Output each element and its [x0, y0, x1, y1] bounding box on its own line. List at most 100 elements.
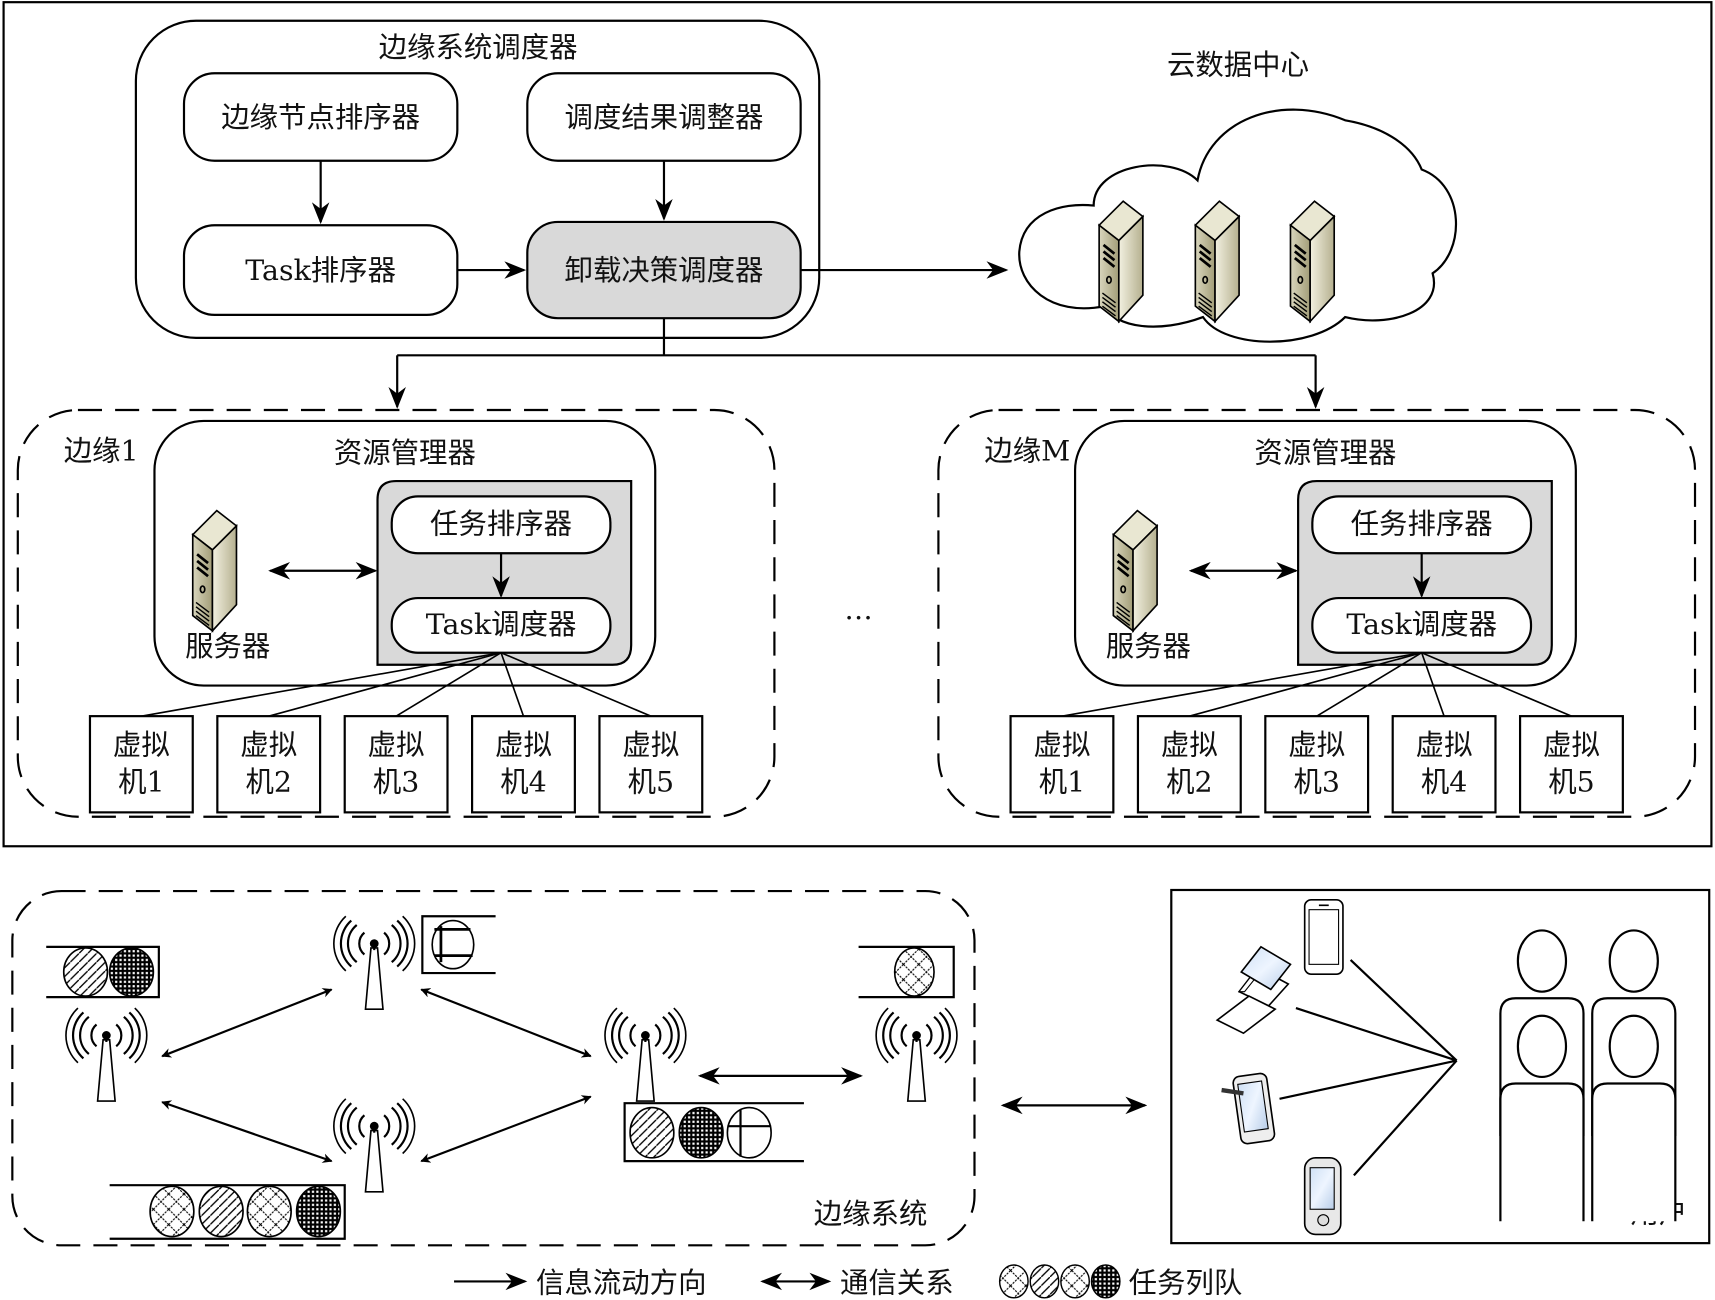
edge-system-boundary — [11, 889, 976, 1247]
task-dotted — [108, 947, 155, 997]
device-links — [1279, 959, 1458, 1177]
edge-system-label: 边缘系统 — [814, 1197, 928, 1230]
result-adjuster-label: 调度结果调整器 — [565, 101, 764, 134]
vm-box[interactable] — [1518, 715, 1624, 814]
vm-label-line1: 虚拟 — [495, 728, 552, 761]
vm-box[interactable] — [1264, 715, 1370, 814]
edge-system-scheduler: 边缘系统调度器 边缘节点排序器 调度结果调整器 Task排序器 卸载决策调度器 — [134, 19, 821, 339]
vm-link — [500, 652, 525, 717]
vm-label-line2: 机5 — [628, 766, 674, 799]
vm-link — [268, 651, 502, 717]
users-panel: 用户 — [1170, 888, 1711, 1245]
cloud-server-icon — [1193, 199, 1241, 323]
task-queue — [858, 945, 955, 999]
tablet-icon[interactable] — [1221, 1072, 1276, 1145]
base-station-icon[interactable] — [332, 1097, 416, 1193]
cloud-title: 云数据中心 — [1167, 48, 1309, 81]
laptop-icon[interactable] — [1215, 945, 1292, 1035]
base-station-icon[interactable] — [64, 1006, 148, 1103]
vm-label-line2: 机3 — [1293, 766, 1339, 799]
server-icon[interactable] — [1111, 509, 1159, 633]
edge-boundary — [937, 408, 1697, 818]
base-station-icon[interactable] — [603, 1006, 687, 1103]
base-station-icon[interactable] — [332, 915, 416, 1011]
vm-box[interactable] — [1009, 715, 1115, 814]
task-diagonal-icon — [1029, 1264, 1060, 1299]
vm-label-line2: 机4 — [500, 766, 546, 799]
task-crosshatch — [149, 1185, 195, 1238]
resource-manager-label: 资源管理器 — [1254, 436, 1396, 469]
pda-icon[interactable] — [1303, 1157, 1342, 1236]
task-queue — [109, 1184, 346, 1240]
vm-label-line2: 机2 — [245, 766, 291, 799]
task-diagonal — [62, 947, 109, 997]
vm-label-line2: 机3 — [373, 766, 419, 799]
vm-box[interactable] — [1391, 715, 1497, 814]
task-sorter-label: Task排序器 — [245, 254, 396, 287]
vm-label-line1: 虚拟 — [622, 728, 679, 761]
vm-link — [500, 651, 652, 717]
vm-box[interactable] — [343, 715, 449, 814]
vm-label-line2: 机1 — [1039, 766, 1085, 799]
vm-link — [1420, 652, 1445, 717]
vm-label-line1: 虚拟 — [1034, 728, 1091, 761]
task-crosshatch — [893, 947, 935, 997]
vm-label-line1: 虚拟 — [1161, 728, 1218, 761]
vm-label-line1: 虚拟 — [368, 728, 425, 761]
ellipsis: … — [844, 593, 872, 626]
vm-label-line1: 虚拟 — [1543, 728, 1600, 761]
task-scheduler-label: Task调度器 — [426, 608, 577, 641]
resource-manager-label: 资源管理器 — [334, 436, 476, 469]
task-diagonal — [629, 1106, 675, 1159]
vm-label-line2: 机1 — [118, 766, 164, 799]
edge-label: 边缘M — [984, 434, 1070, 467]
task-dotted — [295, 1185, 342, 1238]
vm-link — [141, 651, 502, 717]
task-queue — [623, 1102, 804, 1163]
base-station-icon[interactable] — [875, 1006, 959, 1103]
vm-label-line2: 机4 — [1421, 766, 1467, 799]
task-dotted — [678, 1106, 724, 1159]
vm-label-line1: 虚拟 — [113, 728, 170, 761]
cloud-server-icon — [1289, 199, 1336, 323]
server-label: 服务器 — [185, 630, 270, 663]
vm-label-line1: 虚拟 — [1416, 728, 1473, 761]
task-sorter-label: 任务排序器 — [430, 508, 572, 541]
legend: 信息流动方向 通信关系 任务列队 — [454, 1264, 1242, 1299]
scheduler-title: 边缘系统调度器 — [379, 31, 578, 64]
task-queue — [421, 915, 496, 975]
node-sorter-label: 边缘节点排序器 — [221, 101, 420, 134]
vm-label-line1: 虚拟 — [240, 728, 297, 761]
offload-scheduler-label: 卸载决策调度器 — [565, 254, 764, 287]
task-crosshatch — [246, 1185, 292, 1238]
task-grid — [726, 1106, 772, 1159]
task-dotted-icon — [1090, 1264, 1121, 1299]
comm-link — [420, 1095, 592, 1163]
vm-link — [1421, 651, 1572, 717]
smartphone-icon[interactable] — [1303, 899, 1344, 975]
vm-label-line1: 虚拟 — [1288, 728, 1345, 761]
edge-boundary — [16, 408, 776, 818]
vm-label-line2: 机5 — [1548, 766, 1594, 799]
task-crosshatch-icon — [998, 1264, 1029, 1299]
comm-link — [161, 988, 333, 1058]
cloud-data-center: 云数据中心 — [1018, 48, 1458, 343]
task-sorter-label: 任务排序器 — [1351, 508, 1493, 541]
vm-box[interactable] — [216, 715, 322, 814]
server-icon[interactable] — [191, 509, 238, 633]
comm-link — [420, 988, 592, 1058]
vm-link — [1189, 651, 1422, 717]
vm-box[interactable] — [598, 715, 704, 814]
vm-box[interactable] — [1136, 715, 1242, 814]
dispatch-line — [397, 318, 1316, 357]
vm-box[interactable] — [470, 715, 576, 814]
task-grid — [431, 919, 475, 970]
legend-info-flow: 信息流动方向 — [536, 1266, 706, 1299]
vm-link — [1316, 652, 1423, 717]
vm-box[interactable] — [88, 715, 194, 814]
comm-link — [161, 1100, 333, 1163]
vm-link — [395, 652, 502, 717]
